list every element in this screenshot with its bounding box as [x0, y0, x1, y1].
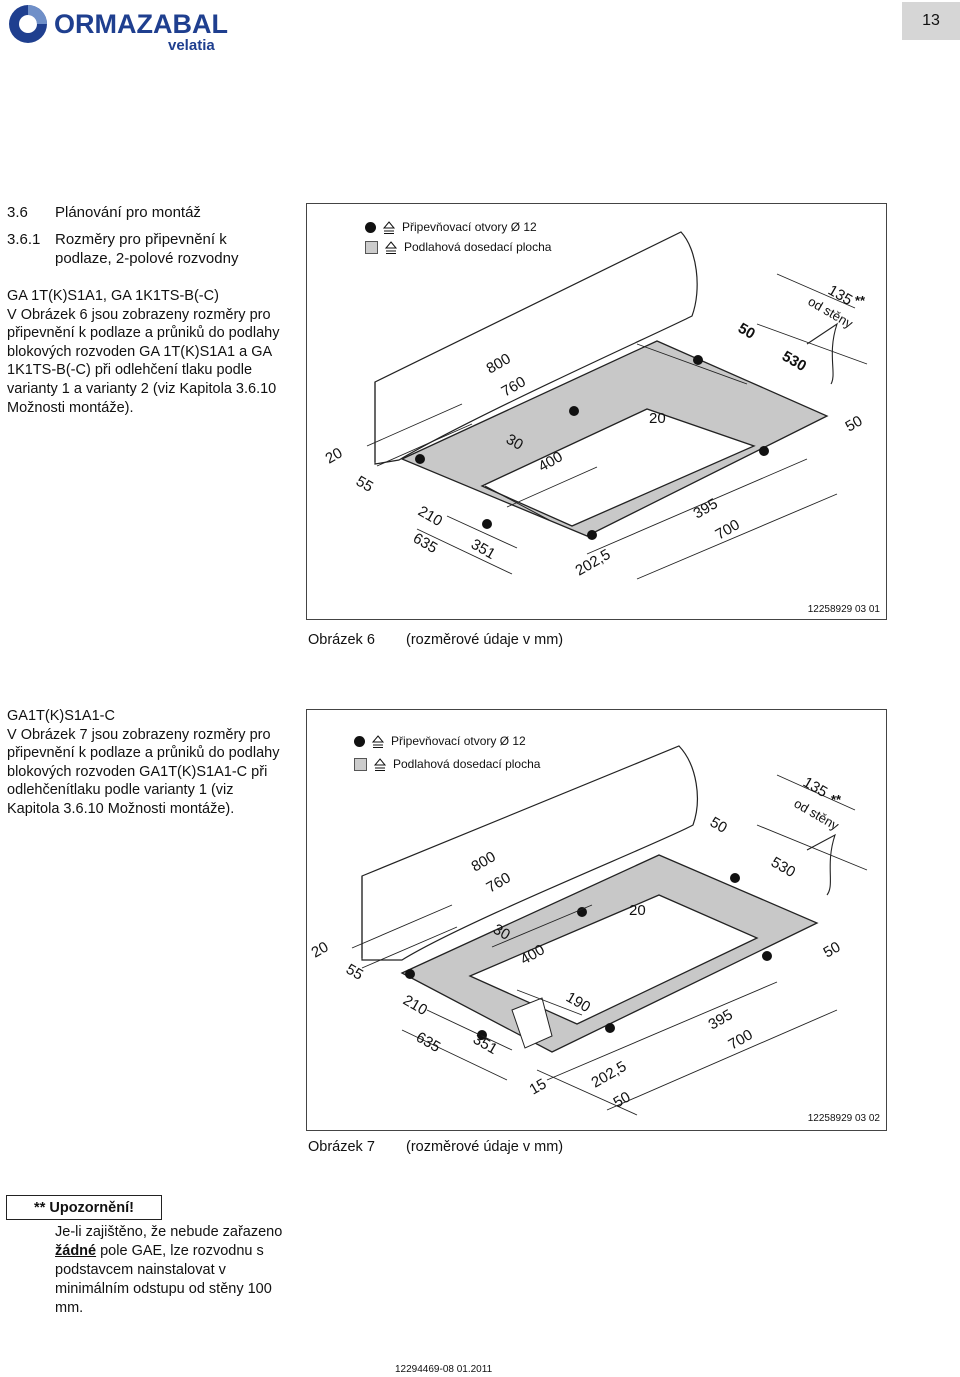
- subsection-title: Rozměry pro připevnění k podlaze, 2-polo…: [55, 231, 239, 267]
- dim-label: 20: [649, 410, 666, 427]
- hole-dot-icon: [365, 221, 376, 233]
- section-heading: 3.6 Plánování pro montáž: [7, 203, 201, 222]
- subsection-heading: 3.6.1 Rozměry pro připevnění k podlaze, 2…: [7, 230, 277, 268]
- dim-label: 20: [629, 902, 646, 919]
- note-body: Je-li zajištěno, že nebude zařazeno žádn…: [55, 1224, 283, 1316]
- dim-label: 50: [843, 412, 866, 435]
- dim-label: 210: [415, 503, 445, 530]
- dim-label: 700: [713, 516, 743, 543]
- block1-text: GA 1T(K)S1A1, GA 1K1TS-B(-C) V Obrázek 6…: [7, 287, 287, 417]
- legend-row-holes: Připevňovací otvory Ø 12: [365, 220, 537, 234]
- block2-paragraph: V Obrázek 7 jsou zobrazeny rozměry pro p…: [7, 726, 280, 817]
- dim-label: **: [831, 792, 842, 807]
- figure-6-drawing: 20 55 800 760 30 400 20 210 635 351 202,…: [323, 231, 868, 579]
- equals-triangle-icon: [373, 757, 387, 771]
- figure-6: Připevňovací otvory Ø 12 Podlahová dosed…: [306, 203, 887, 620]
- ormazabal-logo: ORMAZABAL velatia: [6, 2, 236, 54]
- section-number: 3.6: [7, 204, 28, 221]
- figure-7: Připevňovací otvory Ø 12 Podlahová dosed…: [306, 709, 887, 1131]
- block1-paragraph: V Obrázek 6 jsou zobrazeny rozměry pro p…: [7, 306, 280, 416]
- dim-label: 55: [343, 961, 366, 984]
- dim-label: 20: [309, 938, 332, 961]
- dim-label: 15: [527, 1075, 550, 1098]
- section-title: Plánování pro montáž: [55, 204, 201, 221]
- figure-6-id: 12258929 03 01: [807, 604, 880, 615]
- dim-label: 700: [726, 1026, 756, 1053]
- figure-7-id: 12258929 03 02: [807, 1113, 880, 1124]
- note-emphasis: žádné: [55, 1243, 97, 1259]
- figure-6-caption-text: (rozměrové údaje v mm): [406, 632, 564, 648]
- legend-area-label: Podlahová dosedací plocha: [393, 757, 541, 771]
- note-title: ** Upozornění!: [6, 1195, 162, 1220]
- legend-holes-label: Připevňovací otvory Ø 12: [391, 734, 526, 748]
- block1-heading: GA 1T(K)S1A1, GA 1K1TS-B(-C): [7, 288, 219, 304]
- figure-7-label: Obrázek 7: [308, 1139, 375, 1155]
- floor-area-swatch-icon: [365, 240, 378, 254]
- block2-heading: GA1T(K)S1A1-C: [7, 708, 115, 724]
- dim-label: 55: [353, 473, 376, 496]
- footer-code: 12294469-08 01.2011: [395, 1364, 493, 1375]
- dim-label: 50: [611, 1088, 634, 1111]
- logo-sub-text: velatia: [168, 37, 215, 54]
- legend-row-area: Podlahová dosedací plocha: [354, 757, 540, 771]
- figure-7-caption-text: (rozměrové údaje v mm): [406, 1139, 564, 1155]
- dim-label: 202,5: [589, 1058, 630, 1091]
- dim-label: 50: [735, 320, 758, 343]
- dim-label: 351: [468, 536, 498, 563]
- dim-label: 530: [768, 854, 798, 881]
- equals-triangle-icon: [384, 240, 398, 254]
- legend-holes-label: Připevňovací otvory Ø 12: [402, 220, 537, 234]
- dim-label: 351: [470, 1031, 500, 1058]
- logo-brand-text: ORMAZABAL: [54, 9, 228, 39]
- dim-label: 530: [779, 348, 809, 375]
- floor-area-swatch-icon: [354, 757, 367, 771]
- figure-6-caption: Obrázek 6 (rozměrové údaje v mm): [308, 632, 563, 648]
- dim-label: 210: [400, 992, 430, 1019]
- dim-label: 395: [691, 495, 721, 522]
- dim-label: 20: [323, 444, 346, 467]
- dim-label: 30: [490, 921, 513, 944]
- figure-7-caption: Obrázek 7 (rozměrové údaje v mm): [308, 1139, 563, 1155]
- dim-label: 30: [503, 431, 526, 454]
- dim-label: 50: [821, 938, 844, 961]
- equals-triangle-icon: [382, 220, 396, 234]
- subsection-number: 3.6.1: [7, 231, 41, 248]
- dim-label: 50: [707, 814, 730, 837]
- legend-row-holes: Připevňovací otvory Ø 12: [354, 734, 526, 748]
- dim-label: 635: [413, 1029, 443, 1056]
- dim-label: 190: [563, 989, 593, 1016]
- dim-label: 635: [410, 530, 440, 557]
- legend-row-area: Podlahová dosedací plocha: [365, 240, 551, 254]
- figure-6-label: Obrázek 6: [308, 632, 375, 648]
- hole-dot-icon: [354, 735, 365, 747]
- block2-text: GA1T(K)S1A1-C V Obrázek 7 jsou zobrazeny…: [7, 707, 287, 819]
- legend-area-label: Podlahová dosedací plocha: [404, 240, 552, 254]
- figure-7-drawing: 20 55 800 760 30 400 20 210 635 351 190 …: [309, 745, 868, 1116]
- page-number: 13: [902, 2, 960, 40]
- equals-triangle-icon: [371, 734, 385, 748]
- dim-label: **: [855, 293, 866, 308]
